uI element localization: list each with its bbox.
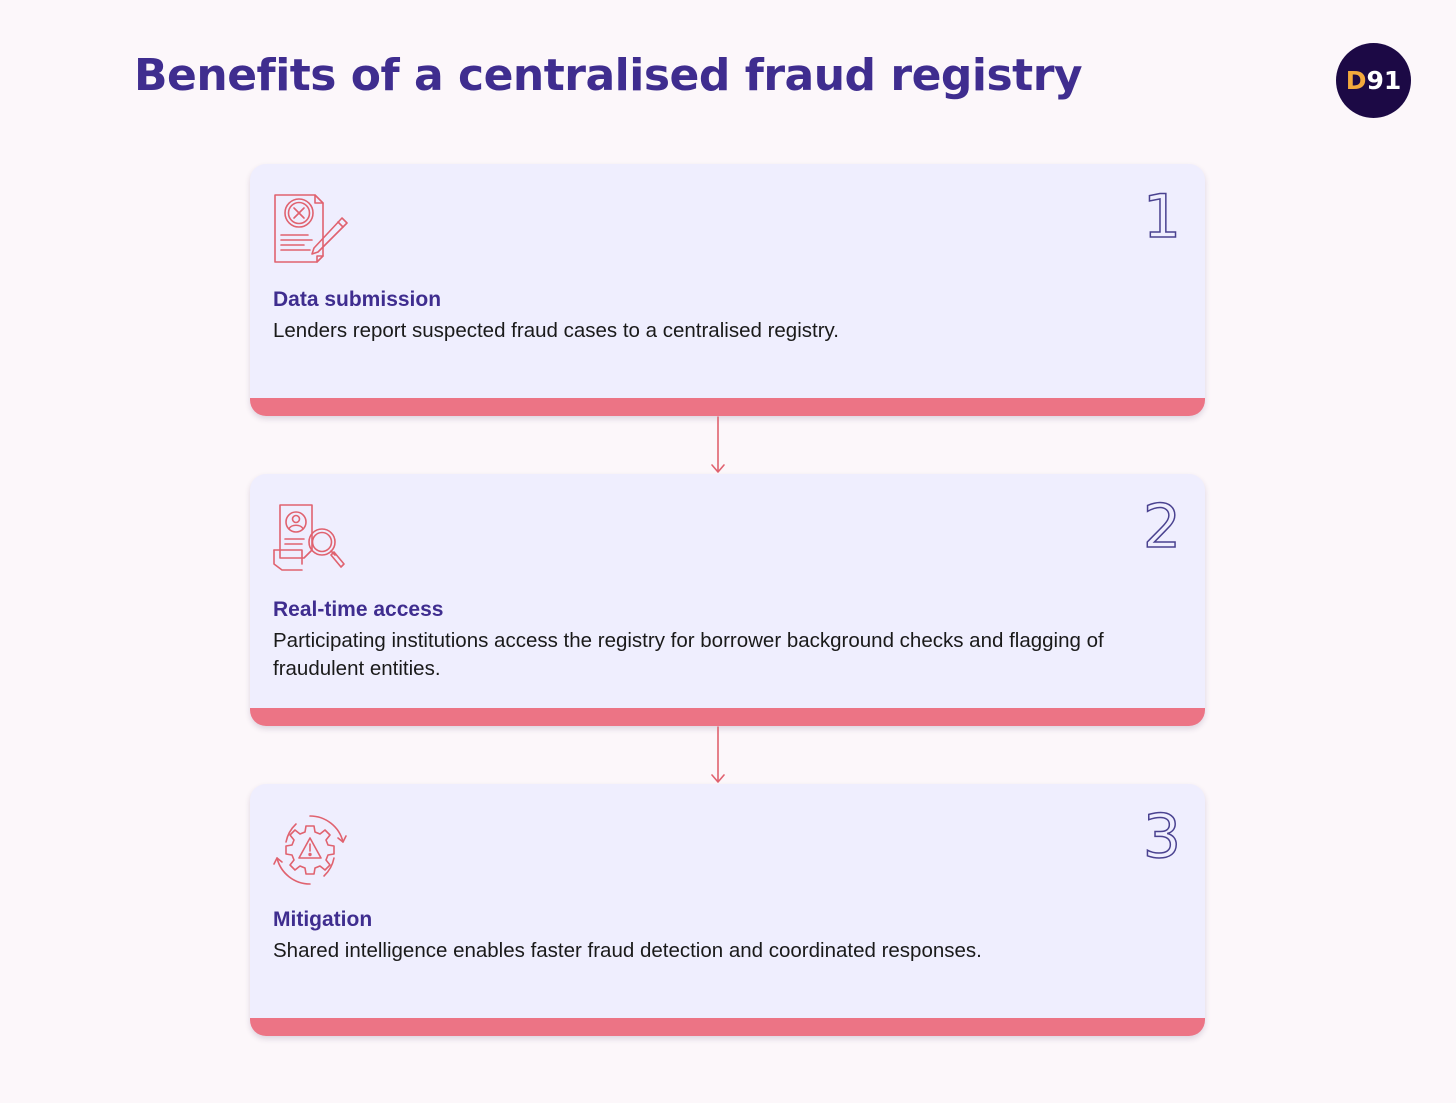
down-arrow-icon [711,726,725,783]
step-card-mitigation: 3 Mitigation Shared intelligence enables… [250,784,1205,1036]
step-description: Shared intelligence enables faster fraud… [273,939,982,962]
step-card-data-submission: 1 Data submission Lenders report suspect… [250,164,1205,416]
step-title: Real-time access [273,598,444,621]
logo-prefix: D [1345,66,1367,95]
step-accent-bar [250,708,1205,726]
document-rejected-icon [272,192,348,268]
step-accent-bar [250,398,1205,416]
profile-search-icon [272,502,348,578]
step-card-real-time-access: 2 Real-time access Participating institu… [250,474,1205,726]
step-title: Mitigation [273,908,373,931]
step-number: 3 [1142,801,1182,873]
step-number: 1 [1142,181,1182,253]
gear-warning-icon [272,812,348,888]
down-arrow-icon [711,416,725,473]
step-title: Data submission [273,288,442,311]
logo-suffix: 91 [1366,66,1402,95]
step-description: Lenders report suspected fraud cases to … [273,319,839,342]
step-accent-bar [250,1018,1205,1036]
step-number: 2 [1142,491,1182,563]
page-title: Benefits of a centralised fraud registry [134,50,1083,101]
step-description: Participating institutions access the re… [273,629,1104,680]
